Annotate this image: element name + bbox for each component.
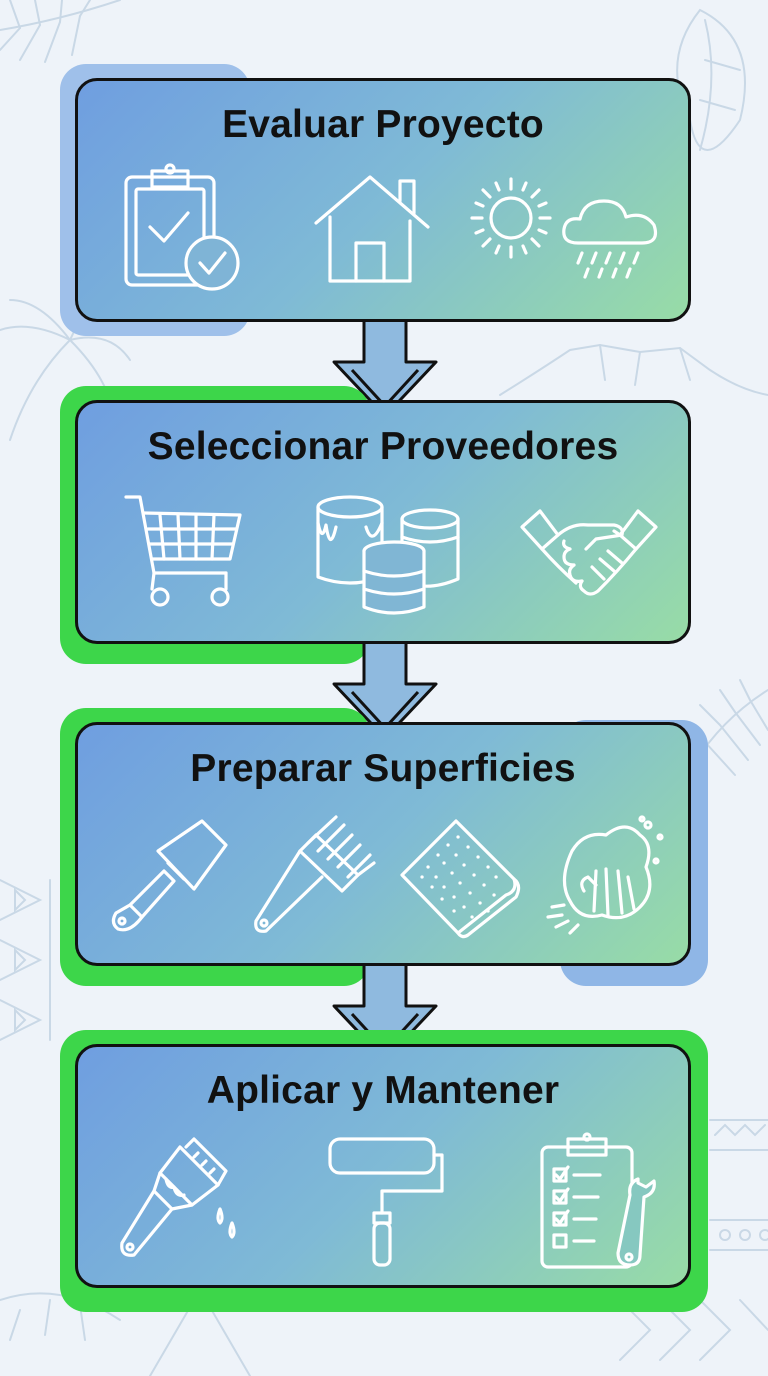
step-card-2: Seleccionar Proveedores <box>75 400 691 644</box>
paintbrush-icon <box>114 1137 246 1269</box>
rain-cloud-icon <box>560 195 660 287</box>
putty-knife-icon <box>106 817 230 939</box>
paint-roller-icon <box>326 1133 446 1269</box>
step-3-title: Preparar Superficies <box>190 747 576 790</box>
sandpaper-icon <box>398 815 522 941</box>
house-icon <box>310 173 434 285</box>
step-card-3: Preparar Superficies <box>75 722 691 966</box>
step-4-title: Aplicar y Mantener <box>206 1069 560 1112</box>
shopping-cart-icon <box>122 493 246 613</box>
maintenance-checklist-icon <box>538 1132 662 1273</box>
sun-icon <box>468 175 554 261</box>
wire-brush-icon <box>246 815 376 939</box>
step-card-1: Evaluar Proyecto <box>75 78 691 322</box>
paint-cans-icon <box>312 493 462 617</box>
step-2-title: Seleccionar Proveedores <box>147 425 619 468</box>
cleaning-cloth-icon <box>544 811 672 943</box>
handshake-icon <box>518 505 660 601</box>
step-1-title: Evaluar Proyecto <box>222 103 544 146</box>
clipboard-check-icon <box>122 163 242 291</box>
step-card-4: Aplicar y Mantener <box>75 1044 691 1288</box>
